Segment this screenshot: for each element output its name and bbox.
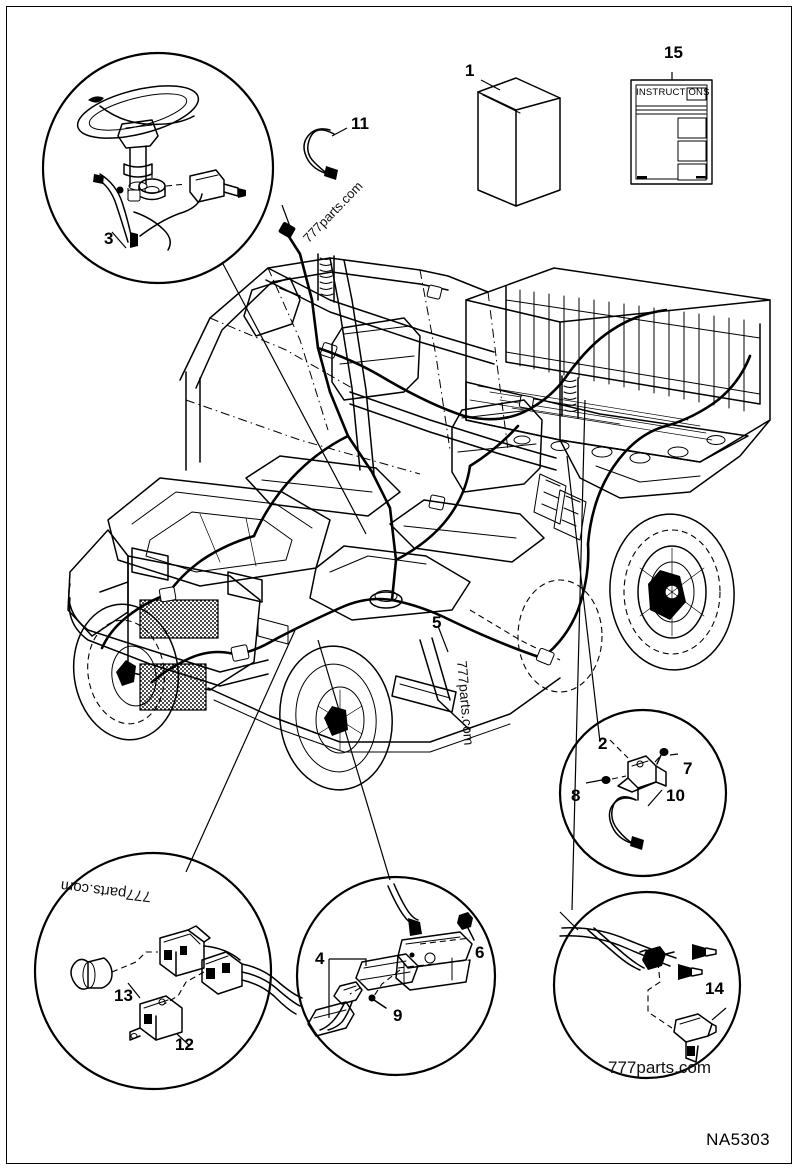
lamp-housing (395, 931, 473, 991)
harness-connectors (158, 222, 555, 666)
side-vents (533, 473, 587, 541)
ignition-connector (189, 169, 246, 203)
wheel-rear (609, 513, 735, 671)
detail-circle-relay (33, 851, 303, 1091)
relay-block-wires (201, 945, 303, 1015)
callout-15: 15 (664, 43, 683, 62)
detail-circle-harness (552, 890, 742, 1080)
ignition-wire (93, 173, 203, 251)
part-carton-box (477, 77, 561, 207)
wheels (72, 513, 735, 791)
mounting-bracket (617, 755, 667, 793)
utv-main-illustration (67, 222, 771, 791)
callout-5: 5 (432, 613, 442, 632)
watermark-bottom-right: 777parts.com (608, 1058, 711, 1077)
callout-1: 1 (465, 61, 475, 80)
wiring-harness (100, 222, 752, 684)
nut-8 (601, 776, 611, 784)
part-cable-tie-11 (303, 127, 348, 180)
corrugated-conduit-2 (561, 375, 579, 419)
detail-circle-steering (41, 51, 275, 285)
callout-3: 3 (104, 229, 114, 248)
harness-wires-14 (559, 927, 717, 980)
steering-fasteners (116, 172, 187, 200)
part-instruction-sheet-15 (630, 72, 713, 185)
fuse-13 (70, 957, 113, 990)
relay-14 (673, 1013, 717, 1063)
lamp-lens (355, 953, 419, 991)
detail-circle-bracket (558, 708, 728, 878)
screw-7 (656, 748, 669, 765)
lamp-bulb-bracket (307, 981, 363, 1037)
steering-wheel (76, 85, 200, 191)
callout-4: 4 (315, 949, 325, 968)
page-border-frame (6, 6, 792, 1164)
callout-5-leader (437, 625, 449, 653)
bed-tie-down-loops (513, 435, 726, 464)
wheel-rear-left-hidden (517, 579, 603, 693)
wheel-front-left (72, 603, 180, 741)
roll-cage (179, 253, 579, 511)
callout-2: 2 (598, 734, 608, 753)
detail-circle-lamp (295, 875, 497, 1077)
callout-12: 12 (175, 1035, 194, 1054)
callout-13: 13 (114, 986, 133, 1005)
callout-14: 14 (705, 979, 724, 998)
callout-9: 9 (393, 1006, 403, 1025)
callout-11: 11 (351, 114, 369, 133)
corrugated-conduit (317, 253, 335, 303)
leader-lines (185, 204, 601, 911)
nut-6 (457, 912, 475, 941)
lamp-wire (387, 883, 422, 936)
ignition-switch (138, 178, 166, 201)
callout-6: 6 (475, 943, 485, 962)
cargo-bed (465, 267, 771, 499)
wheel-front-right (279, 645, 393, 791)
callout-8: 8 (571, 786, 581, 805)
callout-10: 10 (666, 786, 685, 805)
seats (245, 317, 545, 563)
callout-7: 7 (683, 759, 693, 778)
chassis (207, 473, 587, 753)
front-body (67, 477, 471, 711)
drawing-part-number: NA5303 (706, 1130, 770, 1149)
instructions-sheet-title: INSTRUCTIONS (636, 87, 710, 98)
relay-12 (129, 995, 183, 1041)
relay-block-upper (159, 925, 211, 977)
cable-tie-10 (608, 787, 644, 850)
